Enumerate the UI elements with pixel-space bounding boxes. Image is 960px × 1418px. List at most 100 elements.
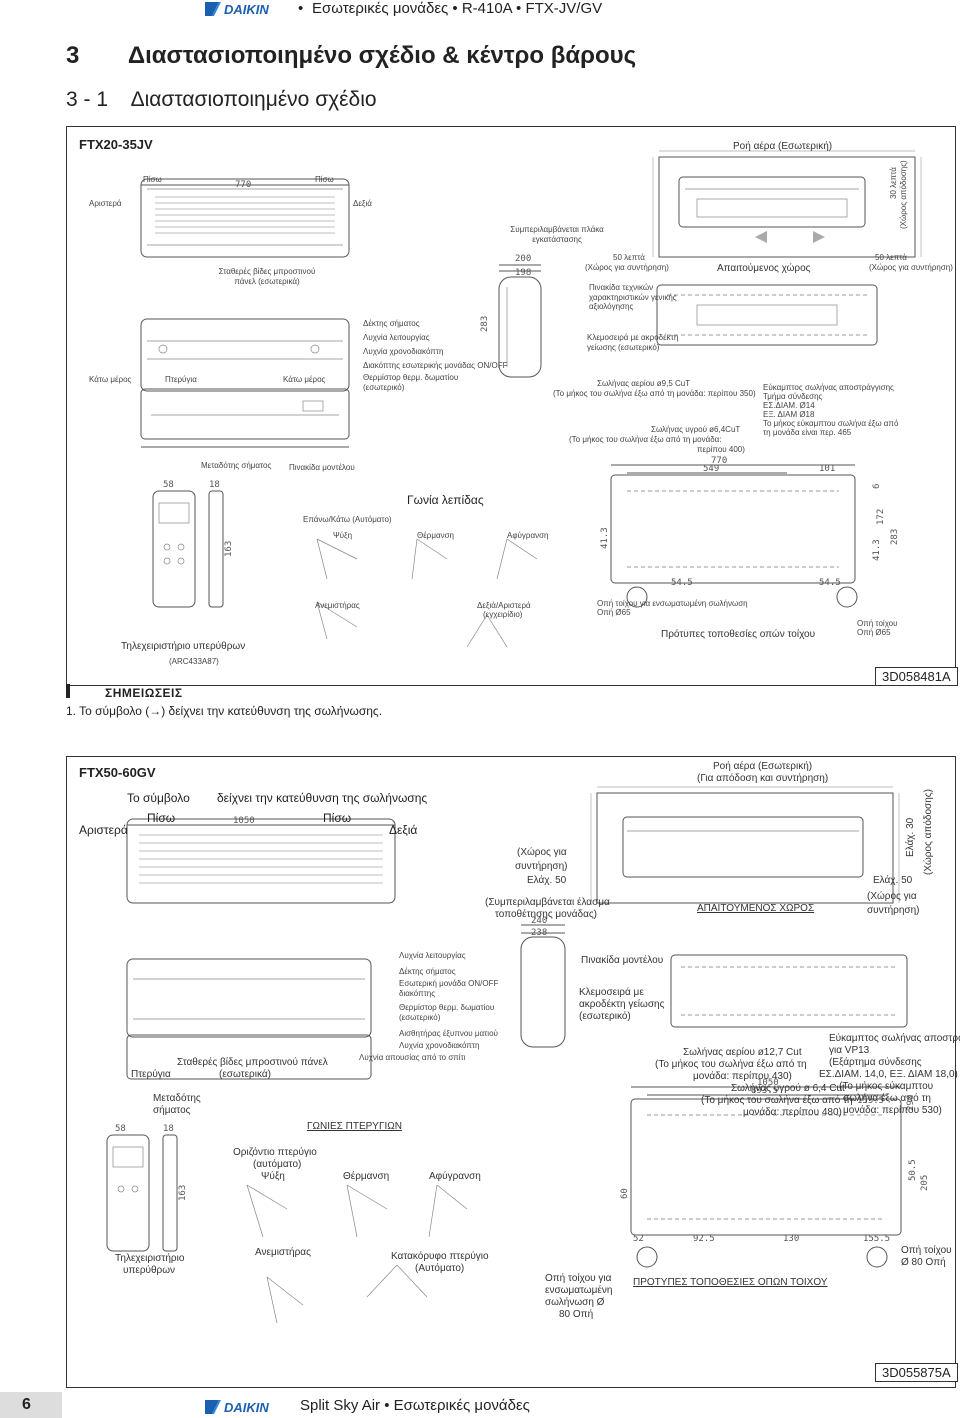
label-fan: Ανεμιστήρας [255, 1247, 311, 1258]
section-heading: 3 - 1 Διαστασιοποιημένο σχέδιο [66, 88, 377, 112]
footer-text: Split Sky Air • Εσωτερικές μονάδες [300, 1397, 530, 1414]
svg-text:58: 58 [163, 480, 174, 490]
label-liquid-length-a: (Το μήκος του σωλήνα έξω από τη μονάδα: [569, 435, 722, 444]
label-dry: Αφύγρανση [429, 1171, 481, 1182]
label-drain-f: τη μονάδα είναι περ. 465 [763, 428, 852, 437]
label-drain-d: ΕΞ. ΔΙΑΜ Ø18 [763, 410, 815, 419]
label-drain-b: για VP13 [829, 1045, 870, 1056]
svg-text:1050: 1050 [233, 816, 255, 826]
technical-drawing: 1050 240 238 58 18 163 [106, 786, 930, 1324]
label-left: Αριστερά [89, 199, 122, 208]
label-transmitter-a: Μεταδότης [153, 1093, 201, 1104]
label-onoff-a: Εσωτερική μονάδα ON/OFF [399, 979, 499, 988]
label-gas-a: Σωλήνας αερίου ø12,7 Cut [683, 1047, 802, 1058]
label-cooling: Ψύξη [333, 531, 353, 540]
label-airflow: Ροή αέρα (Εσωτερική) [733, 141, 833, 152]
svg-text:155.5: 155.5 [863, 1234, 890, 1244]
label-drain-d: ΕΣ.ΔΙΑΜ. 14,0, ΕΞ. ΔΙΑΜ 18,0) [819, 1069, 958, 1080]
svg-text:54.5: 54.5 [671, 578, 693, 588]
label-signal-receiver: Δέκτης σήματος [363, 319, 420, 328]
label-install-plate: Συμπεριλαμβάνεται πλάκα εγκατάστασης [510, 225, 604, 244]
svg-text:172: 172 [876, 509, 886, 525]
label-model-plate: Πινακίδα μοντέλου [581, 955, 664, 966]
label-flap: Πτερύγια [131, 1069, 171, 1080]
label-discharge-a: 30 λεπτά [889, 167, 898, 199]
label-rating-plate: Πινακίδα τεχνικών χαρακτηριστικών γενική… [589, 283, 677, 312]
label-drain-e: Το μήκος εύκαμπτου σωλήνα έξω από [763, 419, 899, 428]
drawing-panel-ftx20-35jv: FTX20-35JV 770 200 1 [66, 126, 958, 686]
label-flap-angles: ΓΩΝΙΕΣ ΠΤΕΡΥΓΙΩΝ [307, 1121, 402, 1132]
label-operation-lamp: Λυχνία λειτουργίας [399, 951, 466, 960]
label-vertical-a: Κατακόρυφο πτερύγιο [391, 1251, 489, 1262]
label-discharge-b: (Χώρος απόδοσης) [923, 789, 934, 875]
label-gas-pipe: Σωλήνας αερίου ø9,5 CuT [597, 379, 691, 388]
label-service-50b: (Χώρος για συντήρηση) [585, 263, 669, 272]
label-right: Δεξιά [353, 199, 372, 208]
label-min50: Ελάχ. 50 [527, 875, 567, 886]
label-signal-receiver: Δέκτης σήματος [399, 967, 456, 976]
label-symbol-desc: δείχνει την κατεύθυνση της σωλήνωσης [217, 791, 428, 805]
label-drain-g: μονάδα: περίπου 530) [843, 1105, 942, 1116]
label-cooling: Ψύξη [261, 1171, 285, 1182]
label-drain-f: σωλήνα έξω από τη [843, 1093, 931, 1104]
label-discharge-a: Ελάχ. 30 [905, 817, 916, 857]
label-sensor: Αισθητήρας έξυπνου ματιού [399, 1029, 498, 1038]
label-remote-a: Τηλεχειριστήριο [115, 1253, 185, 1264]
label-flap: Πτερύγια [165, 375, 197, 384]
svg-text:198: 198 [515, 268, 531, 278]
label-plate-a: (Συμπεριλαμβάνεται έλασμα [485, 897, 610, 908]
label-airflow-a: Ροή αέρα (Εσωτερική) [713, 761, 813, 772]
label-front-screws-a: Σταθερές βίδες μπροστινού πάνελ [177, 1057, 328, 1068]
page-number: 6 [22, 1396, 31, 1413]
technical-drawing: 770 200 198 283 [140, 150, 922, 648]
label-front-screws-b: (εσωτερικά) [219, 1069, 271, 1080]
label-remote-model: (ARC433A87) [169, 657, 219, 666]
label-wall-hole-a: Οπή τοίχου για [545, 1273, 612, 1284]
label-wall-hole-d: 80 Οπή [559, 1309, 594, 1320]
svg-text:163: 163 [178, 1185, 188, 1201]
label-airflow-b: (Για απόδοση και συντήρηση) [697, 773, 829, 784]
label-earth-c: (εσωτερικό) [579, 1011, 631, 1022]
label-wall-hole2-a: Οπή τοίχου [901, 1245, 952, 1256]
svg-text:41.3: 41.3 [600, 527, 610, 549]
panel-title: FTX50-60GV [79, 765, 156, 780]
svg-text:1050: 1050 [757, 1078, 779, 1088]
svg-text:893.5: 893.5 [751, 1086, 778, 1096]
label-liquid-b: (Το μήκος του σωλήνα έξω από τη [701, 1095, 853, 1106]
label-drain-c: (Εξάρτημα σύνδεσης [829, 1057, 922, 1068]
svg-text:770: 770 [235, 180, 251, 190]
label-wall-positions: ΠΡΟΤΥΠΕΣ ΤΟΠΟΘΕΣΙΕΣ ΟΠΩΝ ΤΟΙΧΟΥ [633, 1277, 828, 1288]
label-fan: Ανεμιστήρας [315, 601, 360, 610]
label-plate-b: τοποθέτησης μονάδας) [495, 909, 598, 920]
label-onoff-switch: Διακόπτης εσωτερικής μονάδας ON/OFF [363, 361, 508, 370]
label-horizontal-b: (αυτόματο) [253, 1159, 302, 1170]
label-timer-lamp: Λυχνία χρονοδιακόπτη [399, 1041, 480, 1050]
label-service-a: (Χώρος για [517, 847, 567, 858]
svg-text:549: 549 [703, 464, 719, 474]
label-front-screws: Σταθερές βίδες μπροστινού πάνελ (εσωτερι… [218, 267, 316, 286]
label-required-space: ΑΠΑΙΤΟΥΜΕΝΟΣ ΧΩΡΟΣ [697, 903, 815, 914]
svg-text:6: 6 [872, 484, 882, 489]
grille [155, 196, 335, 234]
label-bottom-2: Κάτω μέρος [283, 375, 326, 384]
daikin-logo: DAIKIN [205, 2, 269, 16]
label-heating: Θέρμανση [417, 531, 454, 540]
chapter-heading: 3 Διαστασιοποιημένο σχέδιο & κέντρο βάρο… [66, 42, 636, 70]
label-symbol: Το σύμβολο [127, 791, 190, 805]
svg-text:238: 238 [531, 928, 547, 938]
notes-title: ΣΗΜΕΙΩΣΕΙΣ [105, 686, 183, 700]
note-item-1: 1. Το σύμβολο (→) δείχνει την κατεύθυνση… [66, 704, 383, 718]
svg-text:18: 18 [209, 480, 220, 490]
label-service-50r-a: 50 λεπτά [875, 253, 907, 262]
label-min50-right: Ελάχ. 50 [873, 875, 913, 886]
label-thermistor-a: Θερμίστορ θερμ. δωματίου [399, 1003, 495, 1012]
label-remote: Τηλεχειριστήριο υπερύθρων [121, 641, 246, 652]
label-service-right-b: συντήρηση) [867, 905, 920, 916]
label-left-right-b: (εγχειρίδιο) [483, 610, 523, 619]
label-drain-e: (Το μήκος εύκαμπτου [839, 1081, 934, 1092]
label-service-b: συντήρηση) [515, 861, 568, 872]
label-rear-left: Πίσω [147, 811, 176, 825]
label-gas-c: μονάδα: περίπου 430) [693, 1071, 792, 1082]
svg-text:60: 60 [620, 1188, 630, 1199]
label-earth-a: Κλεμοσειρά με [579, 987, 644, 998]
